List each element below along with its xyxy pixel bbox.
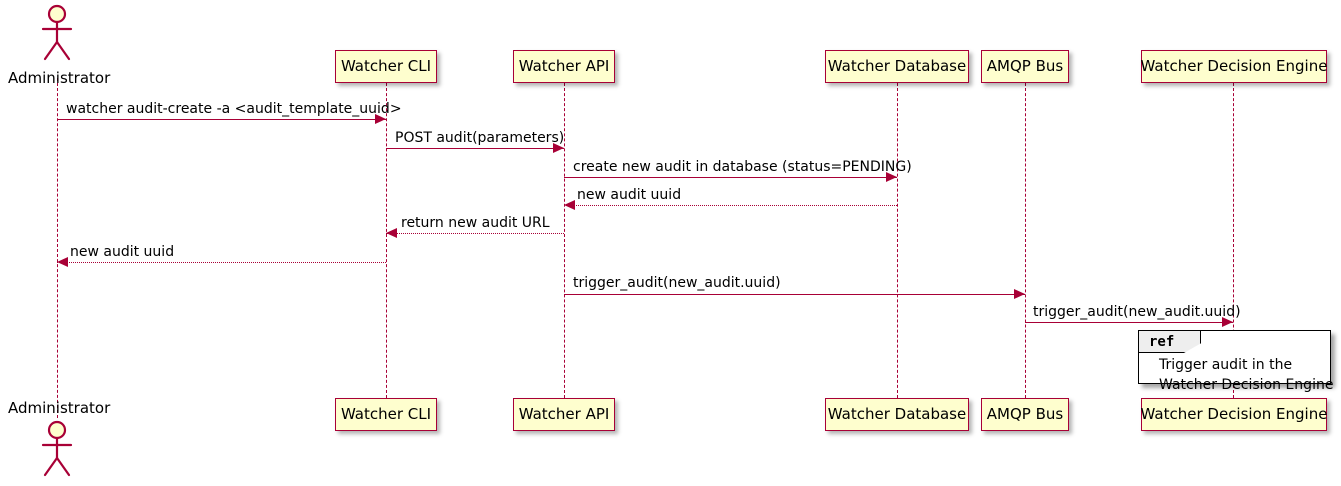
ref-fragment-line-1: Trigger audit in the xyxy=(1159,357,1293,373)
lifeline-watcher-database xyxy=(897,83,898,398)
actor-stick-figure-icon xyxy=(41,4,73,61)
message-line-trigger-audit-engine xyxy=(1025,322,1233,323)
message-arrowhead-new-audit-uuid-api xyxy=(564,200,575,210)
message-label-watcher-audit-create: watcher audit-create -a <audit_template_… xyxy=(66,101,402,117)
participant-amqp-bus-bottom[interactable]: AMQP Bus xyxy=(981,398,1069,431)
actor-label-administrator-bottom: Administrator xyxy=(8,399,111,417)
actor-administrator-bottom xyxy=(34,420,80,478)
message-line-return-new-audit-url xyxy=(386,233,564,234)
participant-watcher-cli-top[interactable]: Watcher CLI xyxy=(335,50,437,83)
message-line-create-new-audit xyxy=(564,177,897,178)
lifeline-watcher-api xyxy=(564,83,565,398)
message-arrowhead-watcher-audit-create xyxy=(375,114,386,124)
lifeline-watcher-decision-engine xyxy=(1233,83,1234,398)
message-label-trigger-audit-engine: trigger_audit(new_audit.uuid) xyxy=(1033,304,1241,320)
message-label-new-audit-uuid-admin: new audit uuid xyxy=(70,244,175,260)
message-arrowhead-post-audit xyxy=(553,143,564,153)
message-arrowhead-create-new-audit xyxy=(886,172,897,182)
message-arrowhead-new-audit-uuid-admin xyxy=(57,257,68,267)
message-arrowhead-return-new-audit-url xyxy=(386,228,397,238)
participant-watcher-api-bottom[interactable]: Watcher API xyxy=(513,398,615,431)
participant-amqp-bus-top[interactable]: AMQP Bus xyxy=(981,50,1069,83)
ref-fragment-body: Trigger audit in the Watcher Decision En… xyxy=(1139,355,1341,395)
message-label-post-audit: POST audit(parameters) xyxy=(395,130,565,146)
ref-fragment-trigger-audit: ref Trigger audit in the Watcher Decisio… xyxy=(1138,330,1333,393)
message-arrowhead-trigger-audit-engine xyxy=(1222,317,1233,327)
ref-fragment-tab-label: ref xyxy=(1139,331,1202,353)
lifeline-watcher-cli xyxy=(386,83,387,398)
participant-watcher-api-top[interactable]: Watcher API xyxy=(513,50,615,83)
actor-label-administrator-top: Administrator xyxy=(8,69,111,87)
participant-watcher-database-bottom[interactable]: Watcher Database xyxy=(825,398,969,431)
participant-watcher-database-top[interactable]: Watcher Database xyxy=(825,50,969,83)
message-line-new-audit-uuid-admin xyxy=(57,262,386,263)
actor-stick-figure-icon xyxy=(41,420,73,477)
actor-administrator-top xyxy=(34,4,80,62)
message-arrowhead-trigger-audit-bus xyxy=(1014,289,1025,299)
lifeline-administrator xyxy=(57,78,58,418)
message-label-return-new-audit-url: return new audit URL xyxy=(401,215,550,231)
message-line-post-audit xyxy=(386,148,564,149)
message-line-new-audit-uuid-api xyxy=(564,205,897,206)
message-label-new-audit-uuid-api: new audit uuid xyxy=(577,187,682,203)
ref-fragment-line-2: Watcher Decision Engine xyxy=(1159,377,1334,393)
participant-watcher-cli-bottom[interactable]: Watcher CLI xyxy=(335,398,437,431)
lifeline-amqp-bus xyxy=(1025,83,1026,398)
message-label-create-new-audit: create new audit in database (status=PEN… xyxy=(573,159,912,175)
participant-watcher-decision-engine-top[interactable]: Watcher Decision Engine xyxy=(1141,50,1327,83)
participant-watcher-decision-engine-bottom[interactable]: Watcher Decision Engine xyxy=(1141,398,1327,431)
message-line-watcher-audit-create xyxy=(57,119,386,120)
message-label-trigger-audit-bus: trigger_audit(new_audit.uuid) xyxy=(573,275,781,291)
message-line-trigger-audit-bus xyxy=(564,294,1025,295)
